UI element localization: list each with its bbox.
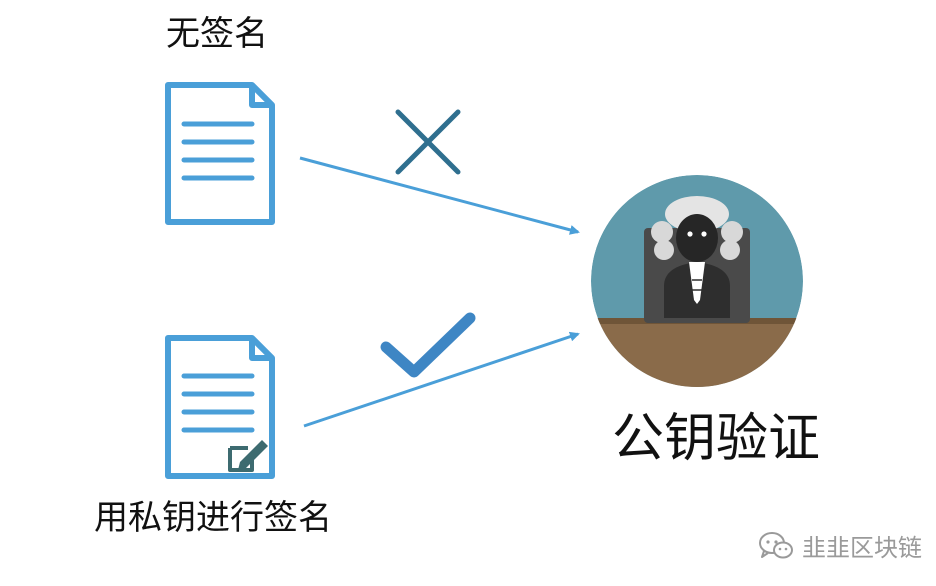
- arrow-unsigned: [299, 156, 580, 235]
- accept-check-icon: [380, 312, 476, 378]
- pen-icon: [226, 440, 268, 472]
- verify-label: 公钥验证: [612, 409, 821, 469]
- document-icon: [165, 82, 275, 225]
- watermark: 韭韭区块链: [758, 528, 922, 563]
- judge-icon: [591, 175, 803, 387]
- watermark-text: 韭韭区块链: [802, 534, 922, 562]
- signed-label: 用私钥进行签名: [94, 498, 332, 538]
- unsigned-label: 无签名: [166, 14, 268, 54]
- arrow-signed: [303, 331, 580, 428]
- wechat-icon: [759, 531, 793, 558]
- signed-document-icon: [165, 335, 275, 479]
- reject-x-icon: [395, 109, 461, 175]
